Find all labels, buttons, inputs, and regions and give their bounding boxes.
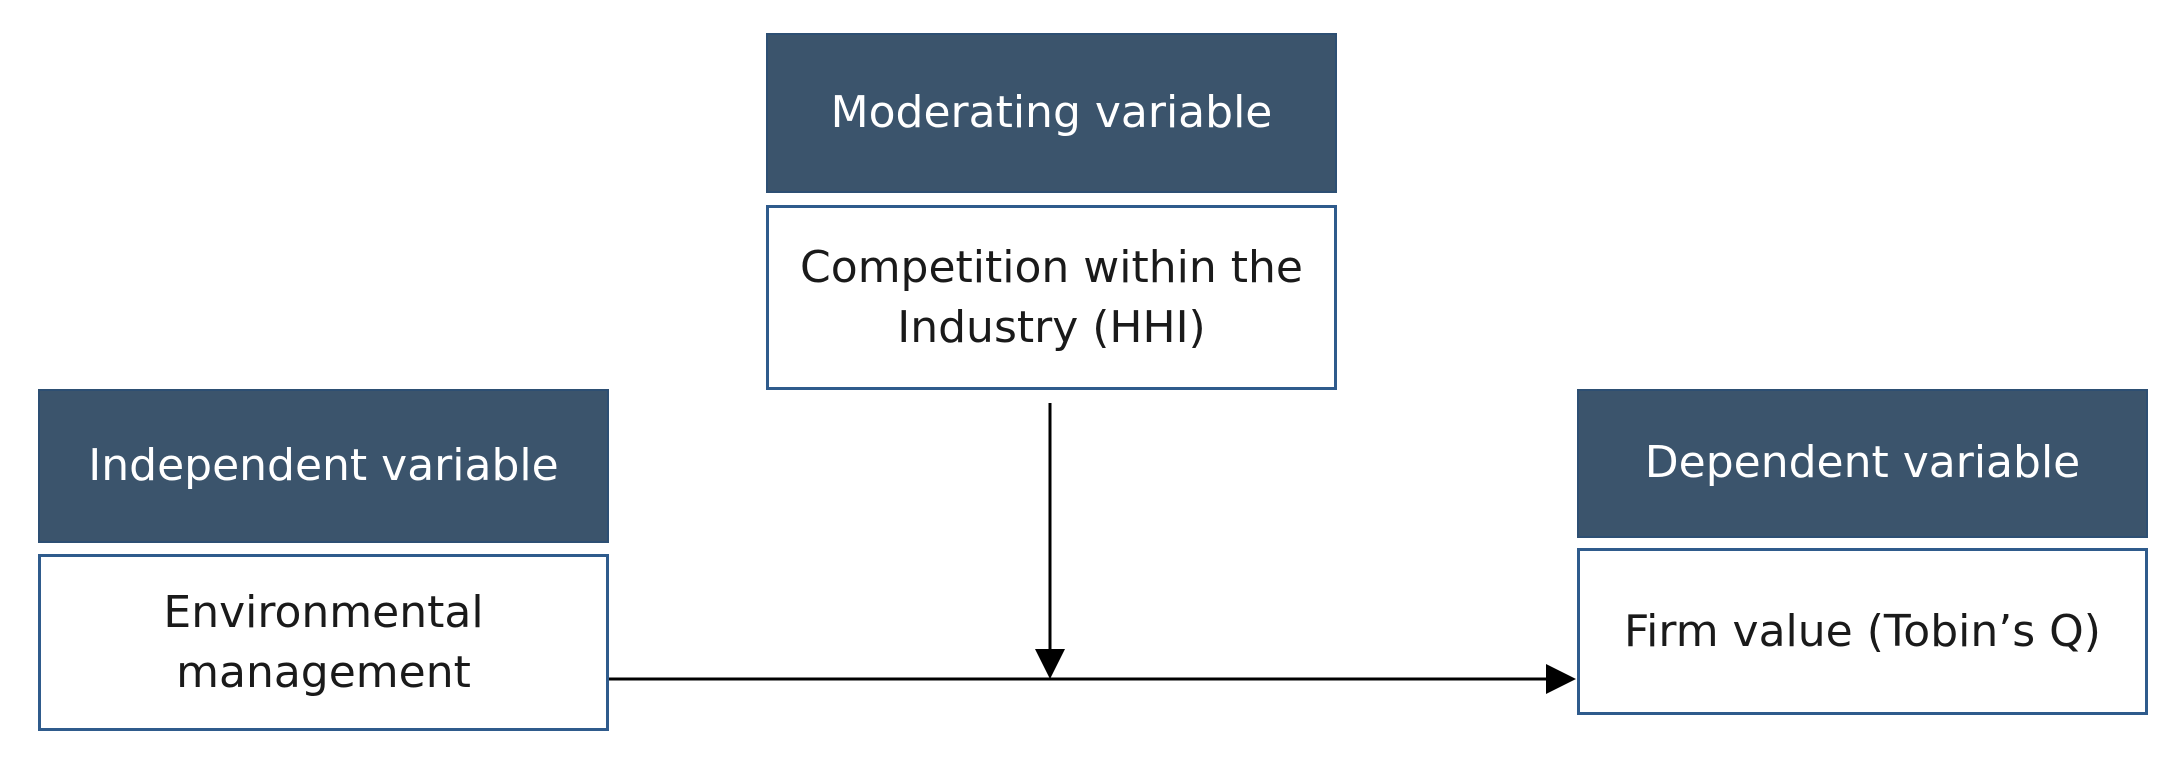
independent-variable-box: Environmental management bbox=[38, 554, 609, 731]
moderating-variable-box: Competition within the Industry (HHI) bbox=[766, 205, 1337, 390]
dependent-variable-header: Dependent variable bbox=[1577, 389, 2148, 538]
dependent-variable-box: Firm value (Tobin’s Q) bbox=[1577, 548, 2148, 715]
independent-variable-header: Independent variable bbox=[38, 389, 609, 543]
moderating-variable-header: Moderating variable bbox=[766, 33, 1337, 193]
